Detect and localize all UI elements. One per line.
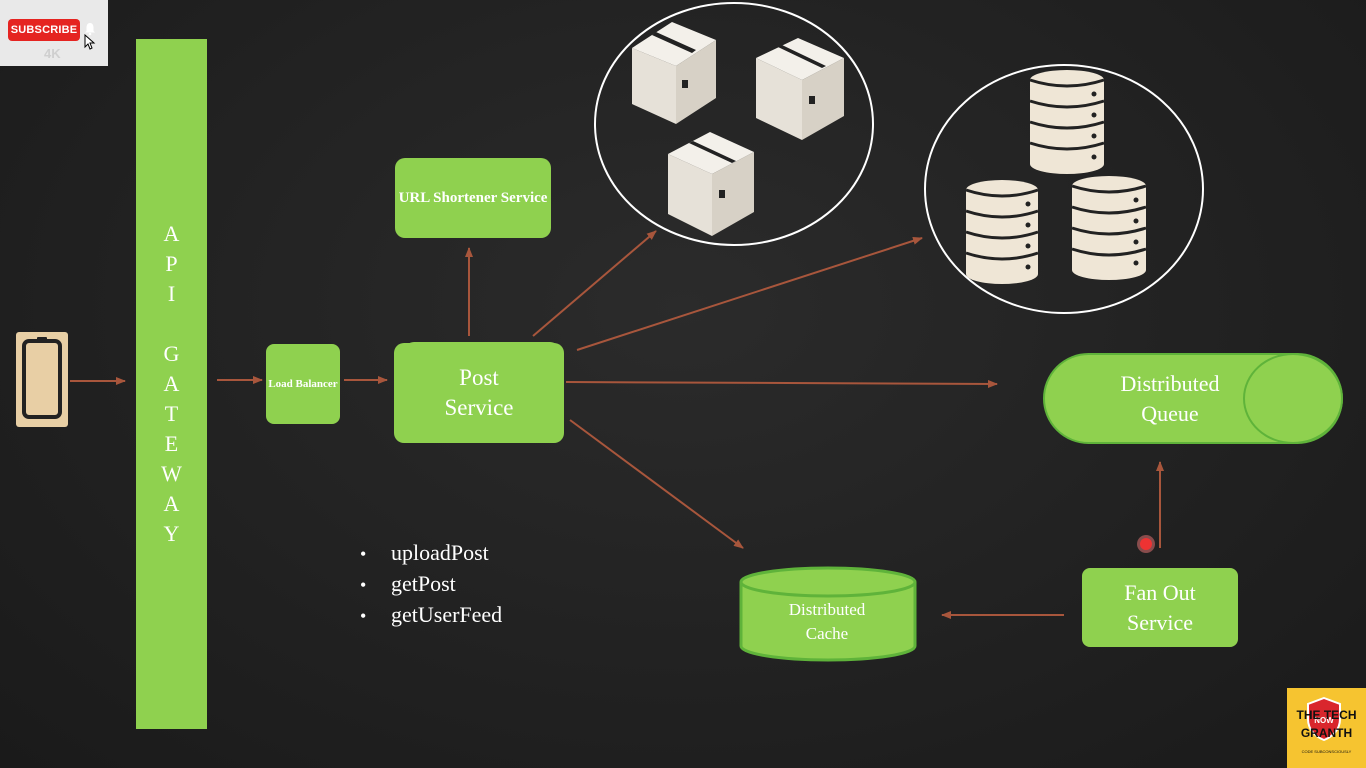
object-storage-cluster [594,2,874,246]
shield-icon: NOW [1307,697,1341,741]
logo-badge-text: NOW [1314,716,1334,725]
arrow-post-to-cache [569,419,744,549]
subscribe-button[interactable]: SUBSCRIBE [8,19,80,41]
box-icon [668,132,754,236]
database-icon [1029,70,1105,174]
distributed-cache-label: Distributed Cache [740,594,914,650]
api-gateway-letter: Y [163,521,180,546]
post-service-node: Post Service [394,343,564,443]
box-icon [756,38,844,140]
list-item: getUserFeed [360,600,502,631]
logo-tagline: CODE SUBCONSCIOUSLY [1301,749,1352,754]
database-cluster [924,64,1204,314]
api-gateway-letter: A [163,371,180,396]
logo-text: THE TECH GRANTH [1296,708,1357,740]
list-item: uploadPost [360,538,502,569]
url-shortener-node: URL Shortener Service [395,158,551,238]
api-gateway-letter: W [161,461,182,486]
api-gateway-letter: P [165,251,178,276]
box-icon [632,22,716,124]
distributed-cache-text: Distributed Cache [788,600,866,643]
smartphone-icon [16,332,68,427]
api-gateway: A P I G A T E W A Y [136,39,207,729]
api-gateway-letter: G [163,341,180,366]
api-gateway-letter: E [164,431,179,456]
fan-out-service-label: Fan Out Service [1124,579,1196,635]
database-icon [965,180,1039,284]
api-methods-list: uploadPost getPost getUserFeed [360,538,502,631]
distributed-queue-label: Distributed Queue [1120,370,1220,426]
pointer-dot [1140,538,1152,550]
database-icon [1071,176,1147,280]
fan-out-service-node: Fan Out Service [1082,568,1238,647]
quality-label: 4K [44,46,61,61]
api-gateway-letter: I [167,281,176,306]
post-service-label: Post Service [444,365,514,420]
queue-end-cap [1243,353,1343,444]
distributed-cache-cylinder [739,566,917,662]
bell-icon[interactable] [83,22,97,36]
list-item: getPost [360,569,502,600]
arrow-post-to-queue [565,379,998,388]
load-balancer-node: Load Balancer [266,344,340,424]
mouse-cursor-icon [84,34,96,50]
api-gateway-letter: T [164,401,179,426]
api-gateway-letter: A [163,221,180,246]
arrow-post-to-storage [532,230,657,337]
arrow-post-to-db [576,236,923,351]
api-gateway-letter: A [163,491,180,516]
